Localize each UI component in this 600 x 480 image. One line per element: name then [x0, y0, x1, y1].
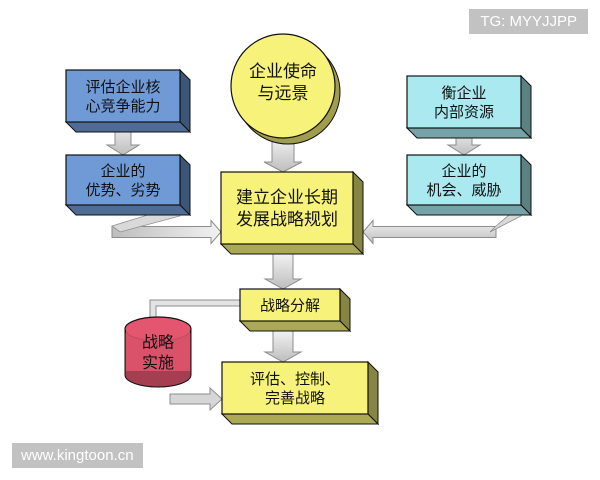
node-resources-label-line-2: 内部资源: [434, 103, 494, 121]
arrow-strengths-to-strategy: [111, 219, 222, 245]
watermark-top-right: TG: MYYJJPP: [469, 9, 588, 34]
node-opportunities-label-line-2: 机会、威胁: [426, 181, 501, 199]
node-resources-label-line-1: 衡企业: [441, 84, 486, 102]
node-mission-label-line-1: 企业使命: [249, 61, 317, 82]
arrow-strategy-to-decompose: [263, 253, 303, 290]
node-decompose: 战略分解: [238, 287, 352, 333]
node-strategy-label-line-2: 发展战略规划: [236, 210, 338, 230]
node-mission-label-line-2: 与远景: [258, 84, 309, 104]
node-decompose-label-line-1: 战略分解: [260, 296, 320, 314]
node-core-competence-label-line-1: 评估企业核: [85, 78, 160, 96]
node-evaluate: 评估、控制、完善战略: [220, 360, 380, 426]
arrow-decompose-to-evaluate: [263, 330, 303, 363]
node-implement-label-line-2: 实施: [142, 353, 174, 372]
diagram-nodes: 评估企业核心竞争能力企业的优势、劣势企业使命与远景衡企业内部资源企业的机会、威胁…: [64, 33, 533, 426]
node-opportunities-label-line-1: 企业的: [441, 162, 486, 180]
node-evaluate-label-line-1: 评估、控制、: [250, 370, 340, 388]
watermark-bottom-left: www.kingtoon.cn: [12, 443, 143, 468]
node-core-competence-label-line-2: 心竞争能力: [85, 97, 160, 115]
arrow-opportunities-to-strategy: [362, 219, 497, 245]
node-implement-label-line-1: 战略: [142, 333, 174, 352]
arrow-implement-to-evaluate: [169, 386, 223, 412]
node-strengths-label-line-1: 企业的: [100, 162, 145, 180]
node-strategy-label-line-1: 建立企业长期: [236, 188, 338, 208]
node-evaluate-label-line-2: 完善战略: [265, 389, 325, 407]
node-strengths-label-line-2: 优势、劣势: [85, 181, 160, 199]
